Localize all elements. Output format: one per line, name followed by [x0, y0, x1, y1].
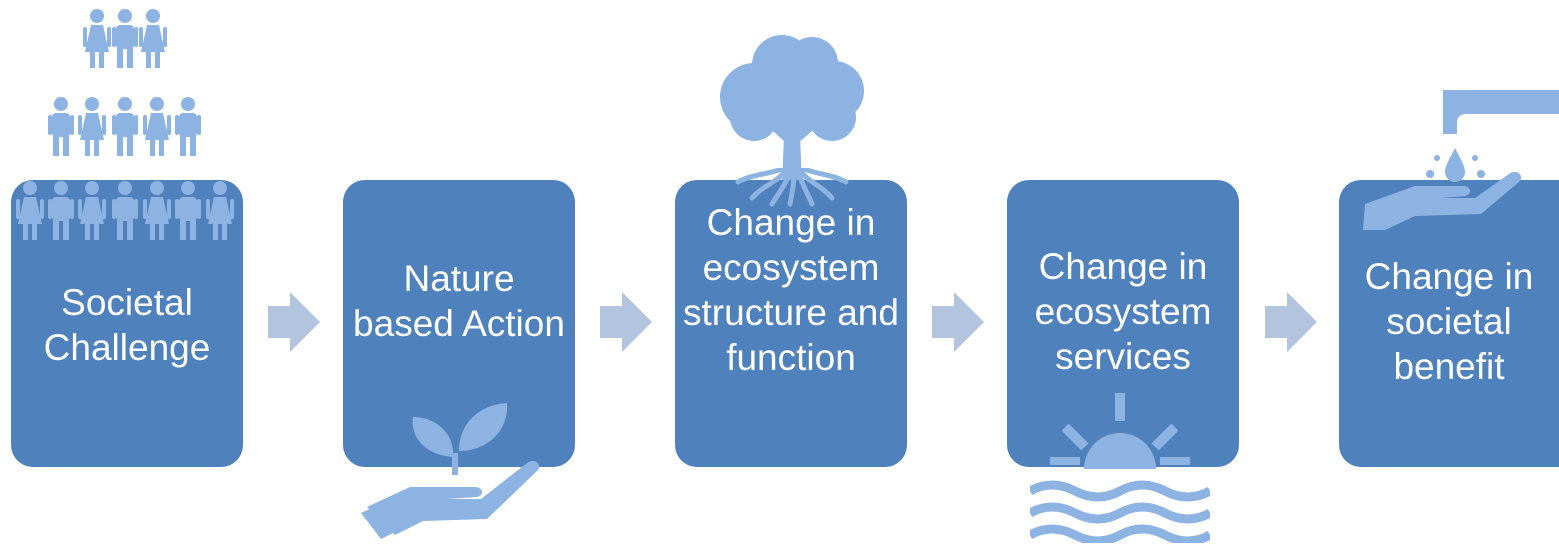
step-label: Nature based Action: [353, 258, 565, 344]
step-label: Change in ecosystem structure and functi…: [683, 202, 899, 378]
right-arrow-icon: [932, 292, 984, 352]
right-arrow-icon: [268, 292, 320, 352]
step-label: Change in societal benefit: [1364, 256, 1534, 387]
hand-seedling-icon: [361, 403, 540, 539]
step-label: Change in ecosystem services: [1034, 246, 1212, 377]
tree-roots-overlay: [735, 168, 849, 207]
tap-water-hand-icon: [1363, 90, 1559, 230]
sun-over-water-icon: [1030, 393, 1210, 543]
step-label: Societal Challenge: [43, 282, 211, 368]
right-arrow-icon: [1265, 292, 1317, 352]
right-arrow-icon: [600, 292, 652, 352]
step-box-nature-based-action: Nature based Action: [343, 180, 575, 467]
people-crowd-icon: [16, 9, 234, 240]
step-box-ecosystem-structure: Change in ecosystem structure and functi…: [675, 180, 907, 467]
